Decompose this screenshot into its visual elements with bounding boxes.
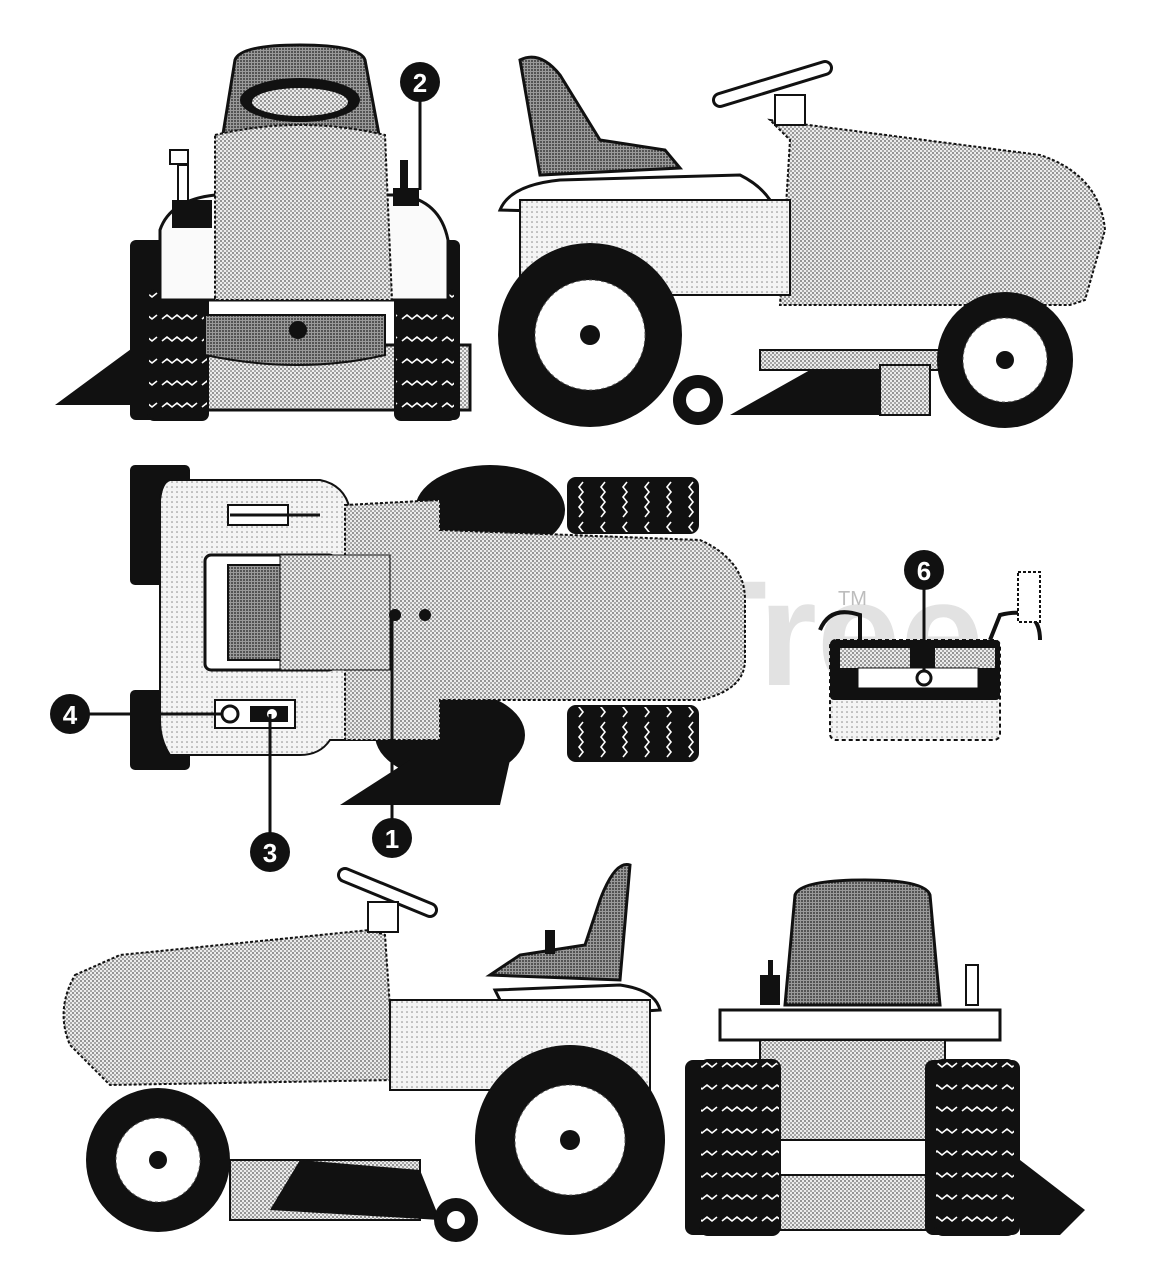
tractor-front-view-icon	[55, 43, 472, 421]
callout-4: 4	[50, 694, 90, 734]
tractor-rear-view-icon	[685, 878, 1085, 1236]
callout-3-label: 3	[263, 838, 277, 868]
callout-2-label: 2	[413, 68, 427, 98]
battery-icon	[818, 571, 1042, 741]
tractor-top-view-icon	[130, 465, 746, 805]
callout-1: 1	[372, 818, 412, 858]
tractor-left-side-view-icon	[62, 862, 665, 1242]
callout-6: 6	[904, 550, 944, 590]
callout-1-label: 1	[385, 824, 399, 854]
callout-4-label: 4	[63, 700, 78, 730]
callout-leaders	[88, 100, 926, 835]
callout-2: 2	[400, 62, 440, 102]
callout-6-label: 6	[917, 556, 931, 586]
tractor-right-side-view-icon	[497, 55, 1107, 428]
watermark-trademark: TM	[838, 588, 867, 610]
callout-3: 3	[250, 832, 290, 872]
